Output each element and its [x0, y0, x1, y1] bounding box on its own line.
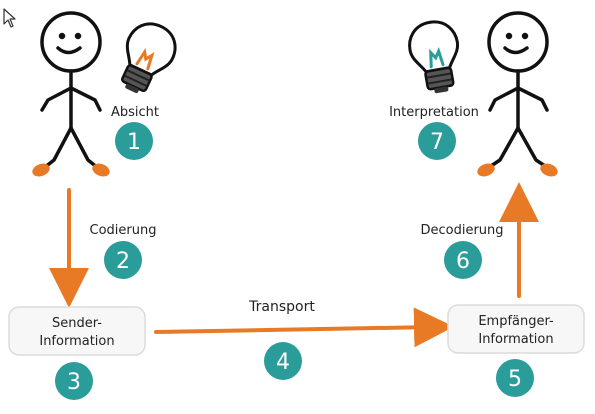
receiver-box-line1: Empfänger-	[478, 314, 554, 329]
step-badge-4: 4	[264, 342, 302, 380]
receiver-stick-figure	[486, 11, 550, 170]
mouse-pointer-icon	[3, 8, 16, 28]
light-bulb-icon	[408, 20, 460, 94]
step-badge-6-number: 6	[456, 249, 470, 274]
label-transport: Transport	[248, 299, 315, 315]
light-bulb-icon	[121, 22, 177, 94]
step-badge-6: 6	[444, 241, 482, 279]
step-badge-7: 7	[418, 122, 456, 160]
step-badge-5-number: 5	[508, 367, 522, 392]
step-badge-5: 5	[496, 359, 534, 397]
step-badge-2-number: 2	[116, 249, 130, 274]
sender-right-shoe	[92, 163, 110, 177]
step-badge-2: 2	[104, 241, 142, 279]
step-badge-4-number: 4	[276, 350, 290, 375]
step-badge-7-number: 7	[430, 130, 444, 155]
label-codierung: Codierung	[90, 223, 157, 238]
step-badge-3-number: 3	[67, 370, 81, 395]
sender-box-line2: Information	[39, 334, 114, 349]
step-badge-1-number: 1	[127, 130, 141, 155]
receiver-left-shoe	[477, 163, 495, 177]
step-badge-1: 1	[115, 122, 153, 160]
sender-stick-figure	[40, 11, 102, 170]
label-decodierung: Decodierung	[420, 223, 503, 238]
receiver-right-shoe	[540, 163, 558, 177]
receiver-information-box: Empfänger- Information	[447, 304, 585, 354]
step-badge-3: 3	[55, 362, 93, 400]
label-absicht: Absicht	[111, 105, 159, 120]
sender-information-box: Sender- Information	[8, 306, 146, 356]
receiver-box-line2: Information	[478, 332, 553, 347]
label-interpretation: Interpretation	[389, 105, 479, 120]
arrow-transport	[154, 307, 454, 348]
sender-box-line1: Sender-	[52, 316, 102, 331]
sender-left-shoe	[32, 163, 50, 177]
